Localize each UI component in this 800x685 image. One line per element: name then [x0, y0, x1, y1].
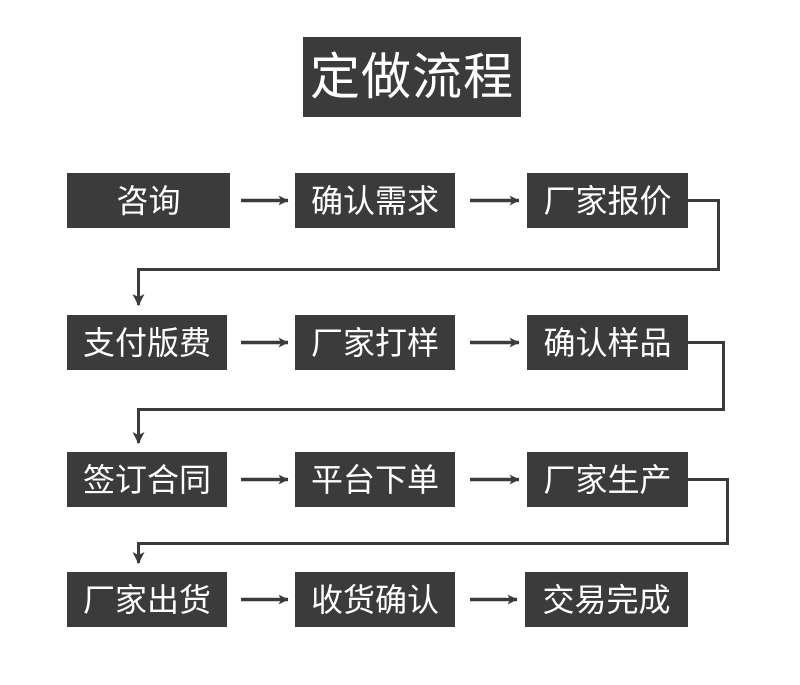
flow-node-row4-step2[interactable]: 收货确认 — [295, 572, 455, 627]
flow-node-label: 厂家生产 — [543, 460, 672, 499]
flow-node-row2-step1[interactable]: 支付版费 — [67, 315, 227, 370]
flow-node-row4-step3[interactable]: 交易完成 — [525, 572, 688, 627]
flow-node-row2-step3[interactable]: 确认样品 — [527, 315, 688, 370]
flow-node-row3-step3[interactable]: 厂家生产 — [527, 452, 688, 507]
flow-node-label: 厂家打样 — [310, 323, 439, 362]
flow-node-label: 签订合同 — [82, 460, 211, 499]
flow-node-row1-step1[interactable]: 咨询 — [67, 173, 230, 228]
flow-node-label: 支付版费 — [82, 323, 211, 362]
flow-node-row1-step3[interactable]: 厂家报价 — [527, 173, 688, 228]
chart-title-box: 定做流程 — [303, 37, 521, 117]
flow-node-row2-step2[interactable]: 厂家打样 — [295, 315, 455, 370]
flow-node-label: 平台下单 — [310, 460, 439, 499]
flow-node-label: 确认需求 — [310, 181, 439, 220]
flow-node-row3-step2[interactable]: 平台下单 — [295, 452, 455, 507]
flow-node-label: 确认样品 — [543, 323, 672, 362]
flow-node-row3-step1[interactable]: 签订合同 — [67, 452, 227, 507]
flow-node-row1-step2[interactable]: 确认需求 — [295, 173, 455, 228]
flow-node-label: 收货确认 — [310, 580, 439, 619]
flow-node-label: 交易完成 — [542, 580, 671, 619]
flow-node-label: 厂家报价 — [543, 181, 672, 220]
chart-title-text: 定做流程 — [310, 48, 514, 106]
flow-node-label: 咨询 — [116, 181, 181, 220]
flow-node-label: 厂家出货 — [82, 580, 211, 619]
flow-node-row4-step1[interactable]: 厂家出货 — [67, 572, 227, 627]
